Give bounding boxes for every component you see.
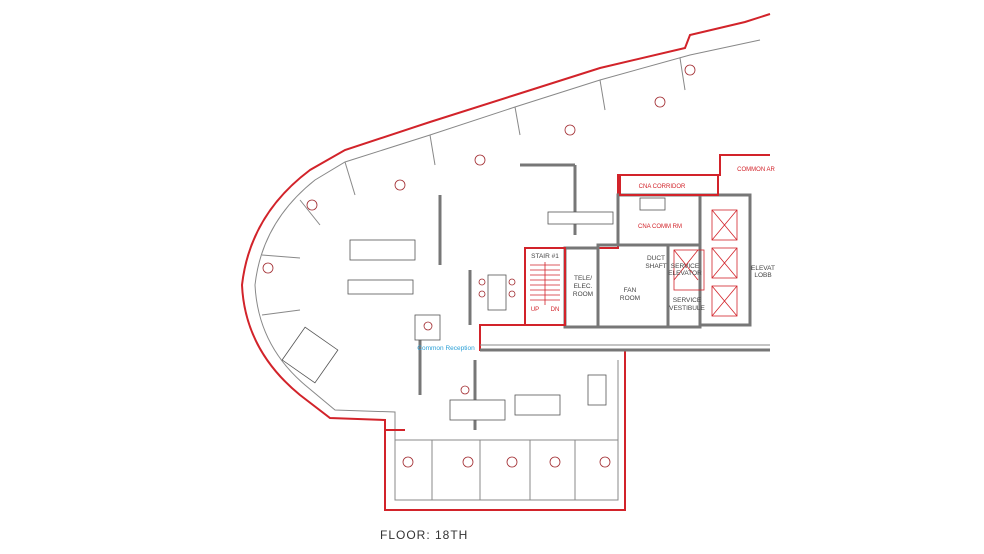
room-label-service-elevator: SERVICE — [671, 263, 700, 270]
room-label-fan-room: FAN — [624, 287, 637, 294]
room-label-cna-comm-rm: CNA COMM RM — [638, 224, 682, 230]
furniture — [262, 64, 696, 468]
room-label-tele-elec-2: ELEC. — [574, 283, 593, 290]
room-label-duct-shaft: DUCT — [647, 255, 665, 262]
room-label-tele-elec: TELE/ — [574, 275, 592, 282]
room-label-stair: STAIR #1 — [531, 253, 559, 260]
room-label-common-area: COMMON AR — [737, 167, 775, 173]
room-label-elevator-lobby: ELEVAT — [751, 265, 775, 272]
highlighted-rooms — [385, 174, 738, 431]
room-label-service-vestibule-2: VESTIBULE — [669, 305, 705, 312]
stair-up-label: UP — [531, 307, 539, 313]
outer-perimeter — [240, 13, 771, 511]
room-label-common-reception: Common Reception — [417, 345, 475, 352]
floor-caption: FLOOR: 18TH — [380, 528, 469, 542]
room-label-tele-elec-3: ROOM — [573, 291, 593, 298]
room-label-fan-room-2: ROOM — [620, 295, 640, 302]
room-label-service-vestibule: SERVICE — [673, 297, 702, 304]
room-label-service-elevator-2: ELEVATOR — [668, 270, 702, 277]
office-partitions — [261, 57, 686, 500]
inner-perimeter — [254, 39, 761, 501]
room-label-cna-corridor: CNA CORRIDOR — [639, 184, 686, 190]
room-label-elevator-lobby-2: LOBB — [754, 272, 771, 279]
stair-dn-label: DN — [551, 307, 560, 313]
room-label-duct-shaft-2: SHAFT — [645, 263, 666, 270]
